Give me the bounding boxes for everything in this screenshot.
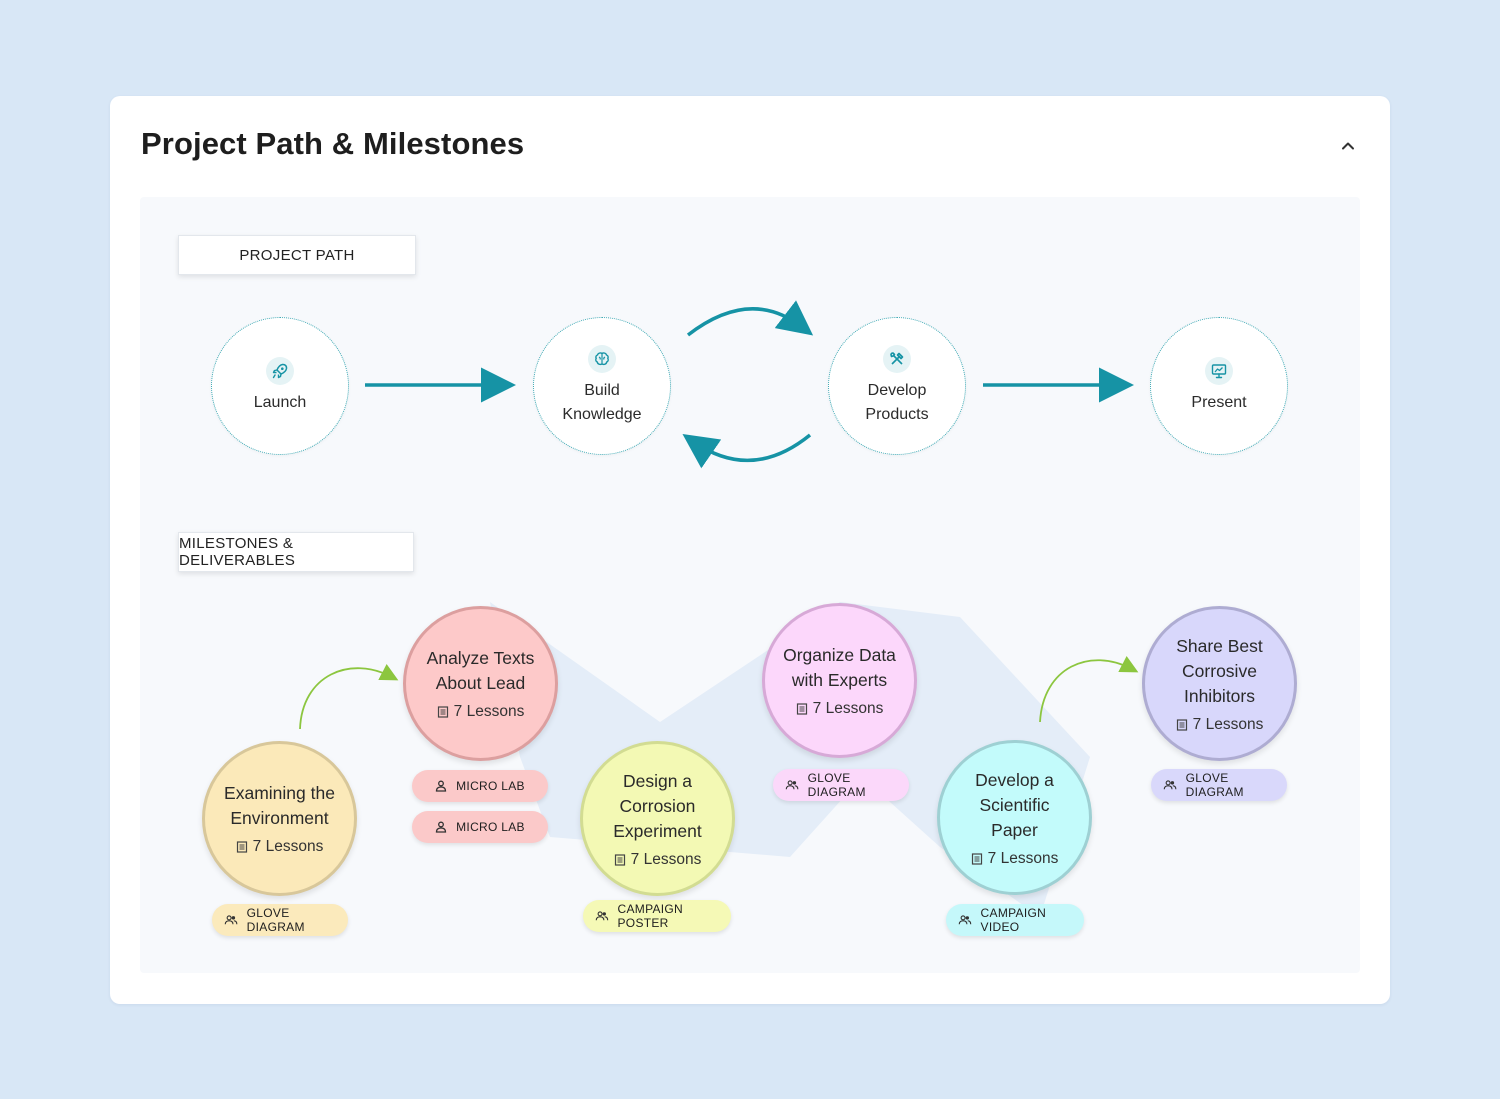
path-node-present[interactable]: Present [1150, 317, 1288, 455]
section-label-milestones: MILESTONES & DELIVERABLES [178, 532, 414, 572]
deliverable-glove-diagram[interactable]: GLOVE DIAGRAM [773, 769, 909, 801]
milestone-title: Share Best Corrosive Inhibitors [1176, 635, 1263, 706]
group-icon [958, 915, 972, 925]
lessons-count: 7 Lessons [236, 838, 324, 856]
book-icon [236, 841, 247, 853]
milestone-title: Develop a Scientific Paper [975, 769, 1054, 840]
milestone-title: Organize Data with Experts [783, 645, 896, 690]
milestone-organize-data[interactable]: Organize Data with Experts 7 Lessons [762, 603, 917, 758]
path-label-launch: Launch [253, 394, 307, 411]
arrow-build-to-develop [686, 300, 814, 337]
path-node-develop-products[interactable]: Develop Products [828, 317, 966, 455]
collapse-button[interactable] [1336, 134, 1360, 158]
milestone-connectors [299, 656, 1139, 730]
lessons-text: 7 Lessons [252, 838, 324, 855]
person-icon [435, 780, 447, 792]
person-icon [435, 821, 447, 833]
lessons-count: 7 Lessons [1176, 715, 1264, 734]
connector-arrow-2 [1039, 656, 1139, 723]
deliverable-label: MICRO LAB [456, 820, 525, 834]
milestone-design-experiment[interactable]: Design a Corrosion Experiment 7 Lessons [580, 741, 735, 896]
tools-icon [883, 345, 911, 373]
lessons-count: 7 Lessons [614, 850, 702, 869]
rocket-icon [266, 357, 294, 385]
milestone-develop-paper[interactable]: Develop a Scientific Paper 7 Lessons [937, 740, 1092, 895]
path-node-launch[interactable]: Launch [211, 317, 349, 455]
deliverable-label: GLOVE DIAGRAM [246, 906, 305, 934]
deliverable-glove-diagram[interactable]: GLOVE DIAGRAM [212, 904, 348, 936]
presentation-icon [1205, 357, 1233, 385]
lessons-count: 7 Lessons [437, 703, 525, 721]
book-icon [1176, 718, 1187, 731]
content-panel: PROJECT PATH [140, 197, 1360, 973]
path-arrows [365, 300, 1134, 469]
lessons-text: 7 Lessons [987, 849, 1059, 867]
milestone-title: Design a Corrosion Experiment [613, 770, 702, 841]
deliverable-campaign-poster[interactable]: CAMPAIGN POSTER [583, 900, 731, 932]
deliverable-label: MICRO LAB [456, 779, 525, 793]
deliverable-label: GLOVE DIAGRAM [1185, 771, 1244, 799]
lessons-text: 7 Lessons [453, 703, 525, 720]
connector-arrow-1 [299, 664, 399, 730]
milestone-analyze-texts[interactable]: Analyze Texts About Lead 7 Lessons [403, 606, 558, 761]
lessons-count: 7 Lessons [971, 849, 1059, 868]
lessons-text: 7 Lessons [812, 700, 884, 717]
deliverable-label: CAMPAIGN VIDEO [980, 906, 1047, 934]
book-icon [971, 852, 982, 865]
book-icon [437, 706, 448, 718]
milestone-title: Analyze Texts About Lead [426, 648, 535, 693]
milestone-share-inhibitors[interactable]: Share Best Corrosive Inhibitors 7 Lesson… [1142, 606, 1297, 761]
lessons-text: 7 Lessons [630, 850, 702, 868]
section-label-project-path: PROJECT PATH [178, 235, 416, 275]
arrow-develop-to-build [682, 433, 812, 469]
lessons-count: 7 Lessons [796, 700, 884, 718]
path-label-present: Present [1191, 394, 1247, 411]
group-icon [1163, 780, 1177, 790]
path-label-develop-products: Develop Products [865, 382, 929, 423]
deliverable-glove-diagram[interactable]: GLOVE DIAGRAM [1151, 769, 1287, 801]
milestone-title: Examining the Environment [224, 783, 335, 828]
path-label-build-knowledge: Build Knowledge [562, 382, 642, 423]
book-icon [796, 703, 807, 715]
deliverable-micro-lab[interactable]: MICRO LAB [412, 811, 548, 843]
brain-icon [588, 345, 616, 373]
book-icon [614, 853, 625, 866]
group-icon [595, 911, 609, 921]
card-title: Project Path & Milestones [141, 126, 525, 161]
path-node-build-knowledge[interactable]: Build Knowledge [533, 317, 671, 455]
deliverable-label: CAMPAIGN POSTER [617, 902, 684, 930]
group-icon [224, 915, 238, 925]
deliverable-micro-lab[interactable]: MICRO LAB [412, 770, 548, 802]
project-card: Project Path & Milestones PROJECT PATH [110, 96, 1390, 1004]
chevron-up-icon [1342, 142, 1354, 150]
deliverable-label: GLOVE DIAGRAM [807, 771, 866, 799]
lessons-text: 7 Lessons [1192, 715, 1264, 733]
deliverable-campaign-video[interactable]: CAMPAIGN VIDEO [946, 904, 1084, 936]
group-icon [785, 780, 799, 790]
milestone-examining-environment[interactable]: Examining the Environment 7 Lessons [202, 741, 357, 896]
